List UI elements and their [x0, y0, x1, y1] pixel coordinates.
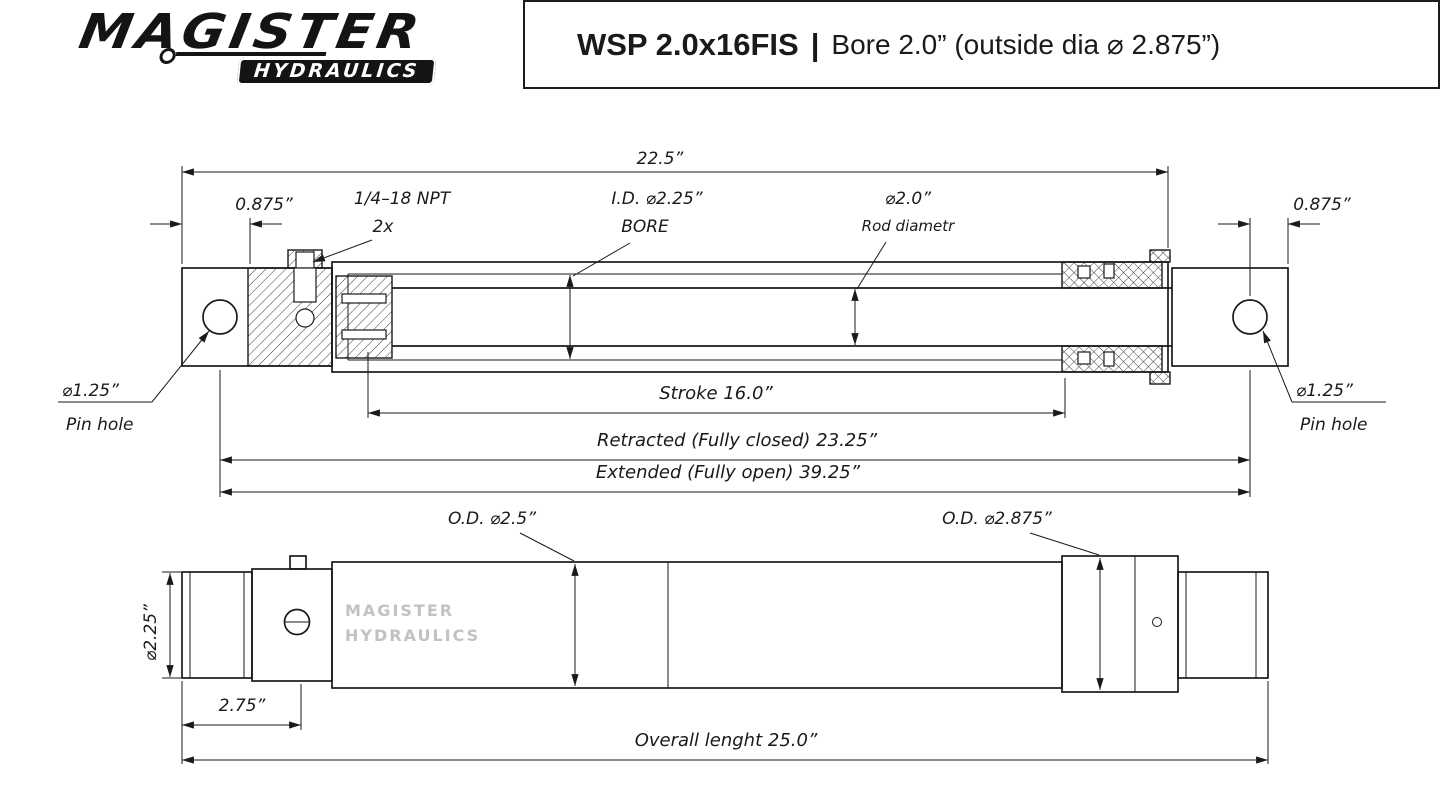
port-channel [295, 308, 315, 328]
gland-seal-2 [1103, 263, 1115, 279]
dim-overall-length: Overall lenght 25.0” [635, 730, 818, 751]
piston-seal-groove-bottom [341, 329, 387, 340]
pin-right-label: Pin hole [1300, 415, 1368, 435]
right-pin-plate [1171, 267, 1289, 367]
watermark-line1: MAGISTER [345, 601, 454, 620]
title-divider: | [810, 26, 820, 62]
gland-seal-4 [1103, 351, 1115, 367]
grease-fitting [289, 555, 307, 570]
bore-callout-line1: I.D. ⌀2.25” [611, 189, 702, 209]
gland-seal-3 [1077, 351, 1091, 365]
bore-spec: Bore 2.0” (outside dia ⌀ 2.875”) [831, 29, 1221, 60]
butt-end-barrel [1177, 571, 1269, 679]
cross-section-dimensions: 22.5” 0.875” 1/4–18 NPT 2x I.D. ⌀2.25” B… [58, 149, 1386, 497]
pin-right-dia: ⌀1.25” [1296, 381, 1353, 401]
cylinder-body [331, 561, 1063, 689]
left-pin-hole [202, 299, 238, 335]
piston-seal-groove-top [341, 293, 387, 304]
cylinder-barrel [331, 261, 1169, 373]
rod-callout-line1: ⌀2.0” [885, 189, 931, 209]
cross-section-view [181, 249, 1289, 385]
rod-end-barrel [181, 571, 253, 679]
dim-rod-end-dia: ⌀2.25” [141, 604, 161, 661]
gland-retainer-top [1149, 249, 1171, 263]
bore-callout-line2: BORE [621, 217, 669, 237]
port-opening [295, 251, 315, 269]
dim-od-body: O.D. ⌀2.5” [448, 509, 536, 529]
left-weld-section [247, 267, 333, 367]
port-callout-line1: 1/4–18 NPT [354, 189, 452, 209]
watermark-line2: HYDRAULICS [345, 626, 480, 645]
right-pin-hole [1232, 299, 1268, 335]
piston [335, 275, 393, 359]
pin-left-dia: ⌀1.25” [62, 381, 119, 401]
collar-pin-hole [1152, 617, 1162, 627]
gland-retainer-bottom [1149, 371, 1171, 385]
dim-retracted: Retracted (Fully closed) 23.25” [597, 430, 878, 451]
dim-stroke: Stroke 16.0” [659, 383, 773, 404]
outside-view-dimensions: O.D. ⌀2.5” O.D. ⌀2.875” ⌀2.25” 2.75” Ove… [141, 509, 1269, 764]
dim-22-5: 22.5” [637, 149, 684, 169]
outside-view: MAGISTER HYDRAULICS [181, 555, 1269, 693]
dim-2-75: 2.75” [219, 696, 266, 716]
model-number: WSP 2.0x16FIS [577, 26, 799, 62]
pin-left-label: Pin hole [66, 415, 134, 435]
rod-callout-line2: Rod diametr [862, 217, 955, 235]
dim-0875-right: 0.875” [1293, 195, 1351, 215]
gland-seal-1 [1077, 265, 1091, 279]
dim-0875-left: 0.875” [235, 195, 293, 215]
port-callout-line2: 2x [373, 217, 395, 237]
dim-od-collar: O.D. ⌀2.875” [942, 509, 1052, 529]
dim-extended: Extended (Fully open) 39.25” [596, 462, 861, 483]
title-block: WSP 2.0x16FIS | Bore 2.0” (outside dia ⌀… [523, 0, 1440, 89]
port-passage [293, 267, 317, 303]
